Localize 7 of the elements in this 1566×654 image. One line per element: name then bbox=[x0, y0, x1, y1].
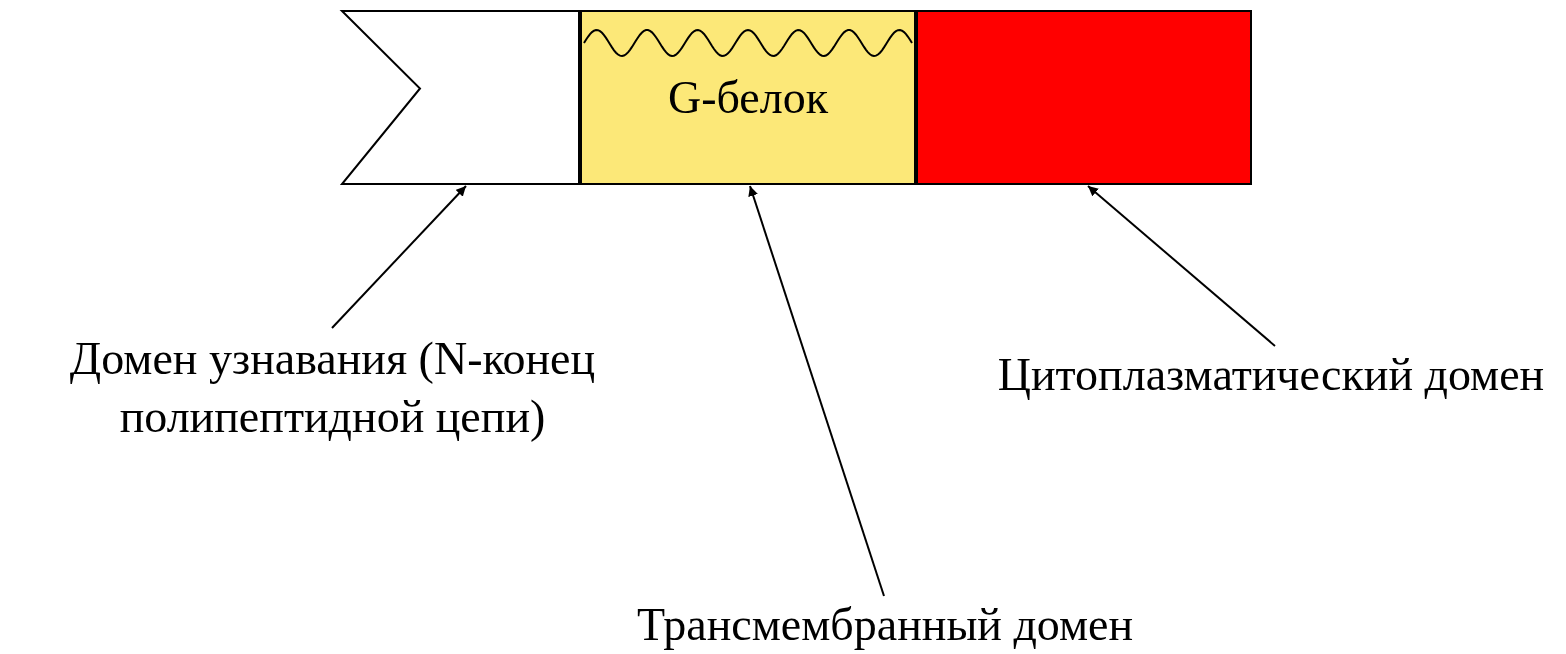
domain-label: G-белок bbox=[667, 70, 829, 125]
arrow bbox=[1087, 185, 1276, 347]
callout-text: Трансмембранный домен bbox=[636, 598, 1134, 652]
callout-text: Цитоплазматический домен bbox=[997, 348, 1545, 402]
arrow bbox=[331, 185, 467, 329]
callout-text: Домен узнавания (N-конец полипептидной цепи) bbox=[68, 332, 597, 444]
arrow bbox=[748, 185, 885, 597]
